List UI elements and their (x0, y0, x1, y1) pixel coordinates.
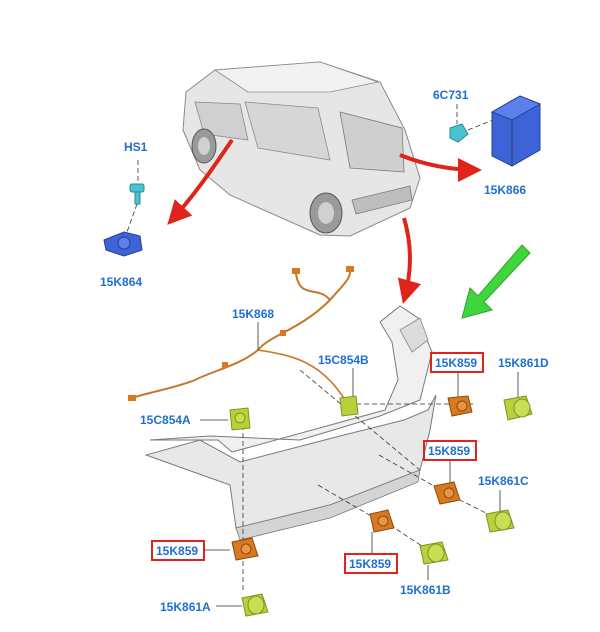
bezel-15k861b (419, 541, 449, 565)
label-15k864: 15K864 (100, 275, 142, 289)
label-6c731: 6C731 (433, 88, 469, 102)
red-arrow-right (399, 153, 482, 182)
sensor-15k859-c (369, 509, 395, 533)
bezel-15k861c (485, 509, 515, 533)
bracket-15c854a (229, 407, 251, 431)
highlight-box-15k859-d (151, 540, 205, 561)
highlight-box-15k859-b (423, 440, 477, 461)
red-arrow-down (397, 217, 422, 304)
label-15k861c: 15K861C (478, 474, 529, 488)
hs1-clip (126, 160, 145, 233)
bezel-15k861d (503, 395, 533, 421)
van-illustration (182, 61, 421, 237)
highlight-box-15k859-c (344, 553, 398, 574)
green-arrow (461, 244, 531, 319)
sensor-15k859-d (231, 537, 259, 561)
bracket-15c854b (339, 368, 359, 417)
label-15k861d: 15K861D (498, 356, 549, 370)
clip-6c731 (449, 104, 499, 143)
highlight-box-15k859-a (430, 352, 484, 373)
label-15c854b: 15C854B (318, 353, 369, 367)
label-15k859-c: 15K859 (349, 557, 391, 571)
red-arrow-left (167, 138, 234, 225)
sensor-15k859-a (447, 395, 473, 417)
label-15k861a: 15K861A (160, 600, 211, 614)
label-hs1: HS1 (124, 140, 148, 154)
label-15k859-d: 15K859 (156, 544, 198, 558)
label-15k859-b: 15K859 (428, 444, 470, 458)
module-15k866 (490, 95, 542, 167)
label-15k861b: 15K861B (400, 583, 451, 597)
label-15k859-a: 15K859 (435, 356, 477, 370)
module-15k864 (103, 231, 143, 257)
bezel-15k861a (241, 593, 269, 617)
label-15k868: 15K868 (232, 307, 274, 321)
label-15k866: 15K866 (484, 183, 526, 197)
label-15c854a: 15C854A (140, 413, 191, 427)
wiring-harness-15k868 (128, 266, 354, 401)
sensor-15k859-b (433, 481, 461, 505)
